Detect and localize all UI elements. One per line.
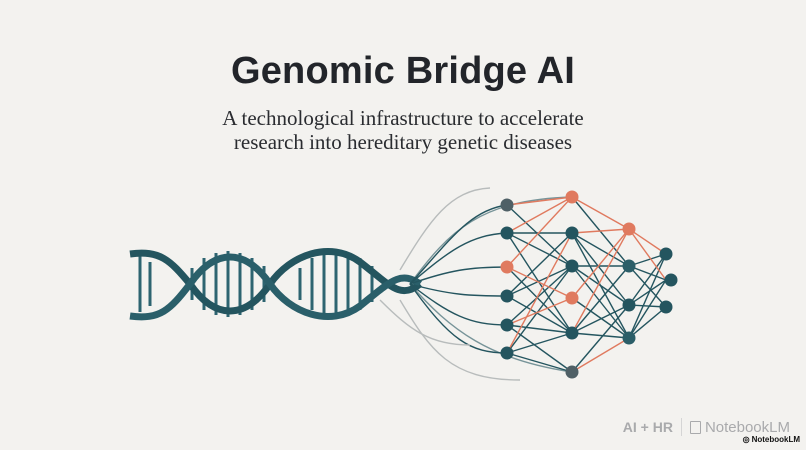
footer-brand: NotebookLM bbox=[689, 418, 790, 436]
network-nodes bbox=[500, 190, 678, 379]
footer-tag: AI + HR bbox=[622, 419, 673, 435]
notebook-icon bbox=[689, 420, 701, 434]
footer-brand-label: NotebookLM bbox=[704, 418, 790, 436]
subtitle-line-1: A technological infrastructure to accele… bbox=[222, 106, 584, 130]
slide-title: Genomic Bridge AI bbox=[230, 50, 576, 92]
dna-helix-icon bbox=[129, 248, 423, 321]
footer-divider bbox=[680, 418, 682, 436]
watermark: ◎ NotebookLM bbox=[743, 435, 800, 444]
footer: AI + HR NotebookLM bbox=[623, 418, 790, 436]
watermark-label: NotebookLM bbox=[751, 435, 800, 444]
subtitle-line-2: research into hereditary genetic disease… bbox=[233, 130, 573, 154]
notebooklm-logo-icon: ◎ bbox=[742, 435, 750, 444]
network-connections bbox=[379, 187, 667, 381]
slide-subtitle: A technological infrastructure to accele… bbox=[0, 106, 806, 154]
